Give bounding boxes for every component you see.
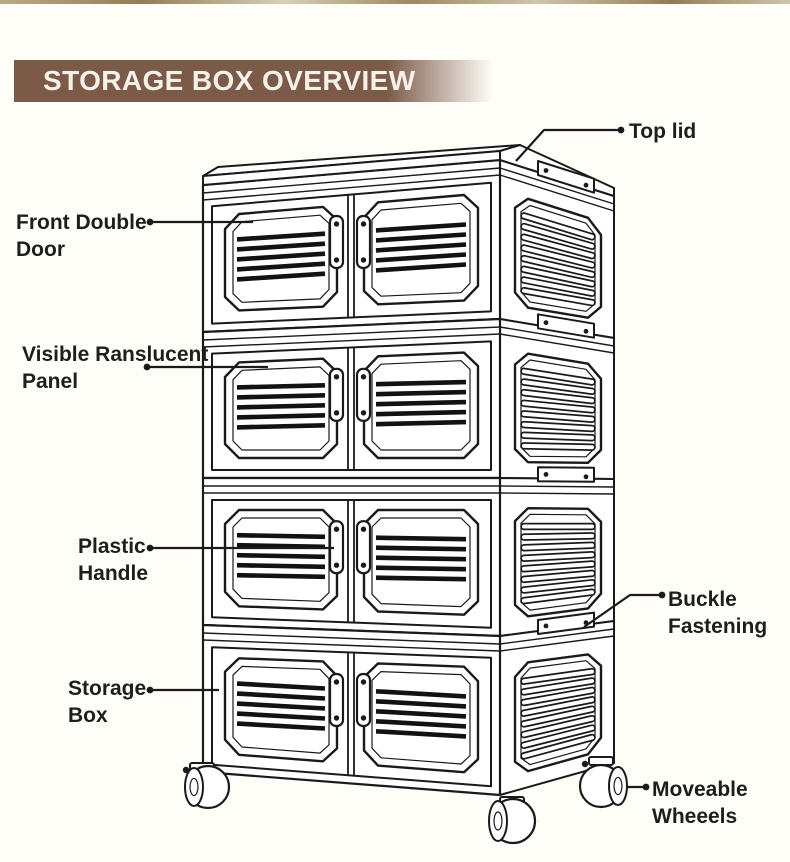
leader-buckle-fastening-dot — [658, 591, 666, 599]
side-tier-3 — [499, 477, 615, 637]
section-title: STORAGE BOX OVERVIEW — [43, 65, 416, 96]
side-tier-1 — [499, 159, 615, 339]
wheel-right — [578, 756, 628, 809]
front-tier-3 — [201, 476, 502, 638]
section-title-banner: STORAGE BOX OVERVIEW — [14, 60, 492, 102]
top-border-strip — [0, 0, 790, 4]
plastic-handle-shape — [355, 214, 372, 270]
buckle-latch — [537, 466, 595, 483]
plastic-handle-shape — [355, 520, 372, 575]
wheel-face — [488, 800, 508, 842]
callout-front-double-door: Front Double Door — [16, 211, 147, 261]
callout-plastic-handle: Plastic Handle — [78, 535, 149, 585]
plastic-handle-shape — [355, 672, 372, 728]
wheel-center — [488, 796, 537, 845]
door-frame — [211, 646, 492, 788]
wheel-left — [182, 762, 231, 810]
leader-top-lid-dot — [617, 126, 625, 134]
buckle-3 — [537, 466, 595, 483]
buckle-latch — [537, 160, 595, 194]
leader-plastic-handle-dot — [146, 544, 154, 552]
buckle-2 — [537, 313, 595, 339]
callout-top-lid: Top lid — [629, 120, 697, 143]
plastic-handle-shape — [328, 367, 345, 422]
buckle-latch — [537, 313, 595, 339]
plastic-handle-shape — [328, 214, 345, 270]
door-frame — [211, 499, 492, 629]
leader-lines — [143, 126, 666, 791]
front-tier-2 — [201, 317, 502, 480]
leader-storage-box-dot — [146, 686, 154, 694]
callout-moveable-wheels: Moveable Wheeels — [652, 778, 748, 828]
front-tier-1 — [201, 158, 502, 334]
door-frame — [211, 181, 492, 325]
callout-visible-panel: Visible Ranslucent Panel — [22, 343, 209, 393]
leader-visible-panel-dot — [143, 363, 151, 371]
wheel-face — [608, 766, 628, 806]
buckle-4 — [537, 611, 595, 635]
wheel-face — [184, 767, 204, 807]
leader-moveable-wheels-dot — [642, 783, 650, 791]
plastic-handle-shape — [355, 367, 372, 422]
plastic-handle-shape — [328, 672, 345, 728]
side-tier-2 — [499, 318, 615, 480]
buckle-1 — [537, 160, 595, 194]
buckle-latch — [537, 611, 595, 635]
callout-buckle-fastening: Buckle Fastening — [668, 588, 768, 638]
leader-buckle-fastening — [583, 593, 662, 628]
leader-top-lid — [515, 128, 621, 162]
callout-storage-box: Storage Box — [68, 677, 147, 727]
leader-front-double-door-dot — [146, 218, 154, 226]
front-tier-4 — [201, 623, 502, 797]
caster-bracket — [588, 756, 614, 766]
door-frame — [211, 340, 492, 471]
side-tier-4 — [499, 620, 615, 796]
